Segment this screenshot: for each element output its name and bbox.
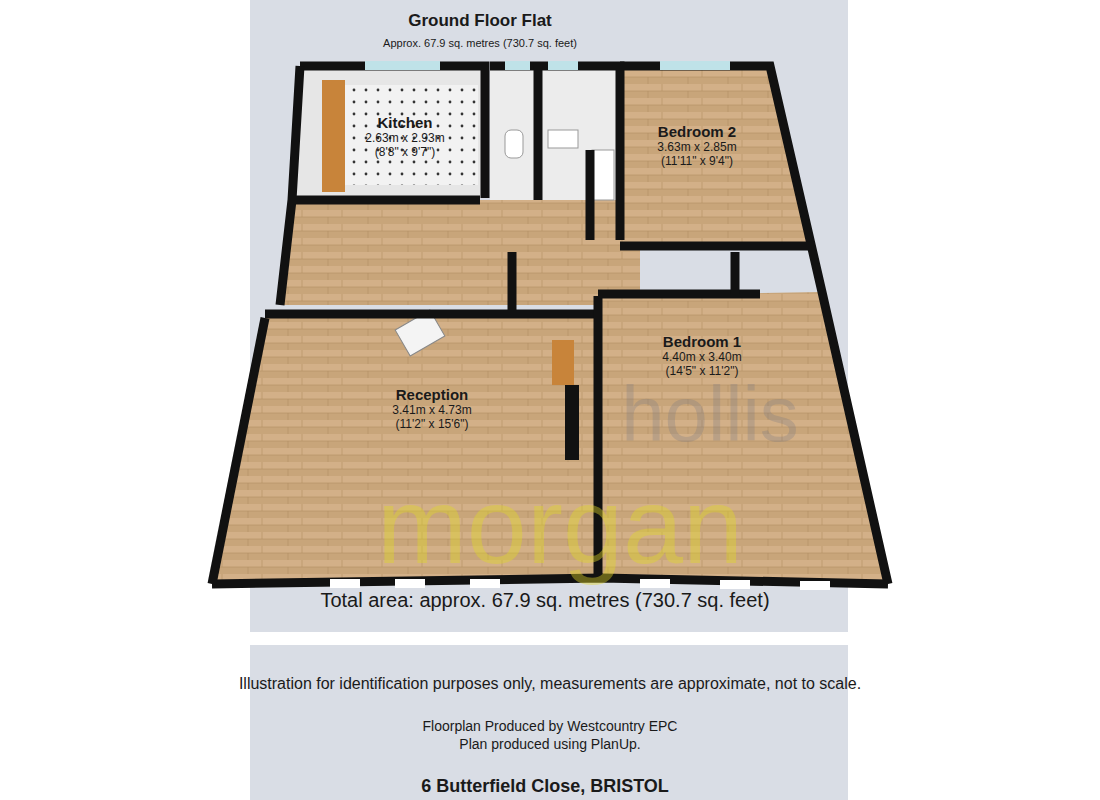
room-label: Bedroom 23.63m x 2.85m (11'11" x 9'4") — [641, 121, 753, 170]
credit: Plan produced using PlanUp. — [459, 736, 640, 752]
credit: Floorplan Produced by Westcountry EPC — [423, 718, 678, 734]
title: Ground Floor Flat — [408, 11, 552, 31]
room-name: Bedroom 1 — [650, 333, 754, 350]
room-dimensions: 3.41m x 4.73m (11'2" x 15'6") — [380, 403, 484, 431]
room-name: Bedroom 2 — [645, 123, 749, 140]
walls — [212, 66, 888, 584]
room-name: Kitchen — [353, 114, 457, 131]
windows — [330, 61, 830, 590]
watermark: morgan — [377, 472, 743, 580]
room-name: Reception — [380, 386, 484, 403]
address: 6 Butterfield Close, BRISTOL — [421, 776, 669, 797]
panel — [250, 645, 848, 800]
room-dimensions: 3.63m x 2.85m (11'11" x 9'4") — [645, 140, 749, 168]
area-note: Approx. 67.9 sq. metres (730.7 sq. feet) — [383, 37, 577, 49]
watermark: hollis — [621, 375, 799, 453]
room-dimensions: 2.63m x 2.93m (8'8" x 9'7") — [353, 131, 457, 159]
room-label: Bedroom 14.40m x 3.40m (14'5" x 11'2") — [646, 331, 758, 380]
room-label: Kitchen2.63m x 2.93m (8'8" x 9'7") — [349, 112, 461, 161]
room-label: Reception3.41m x 4.73m (11'2" x 15'6") — [376, 384, 488, 433]
total-area: Total area: approx. 67.9 sq. metres (730… — [320, 589, 769, 612]
disclaimer: Illustration for identification purposes… — [239, 675, 861, 693]
room-dimensions: 4.40m x 3.40m (14'5" x 11'2") — [650, 350, 754, 378]
